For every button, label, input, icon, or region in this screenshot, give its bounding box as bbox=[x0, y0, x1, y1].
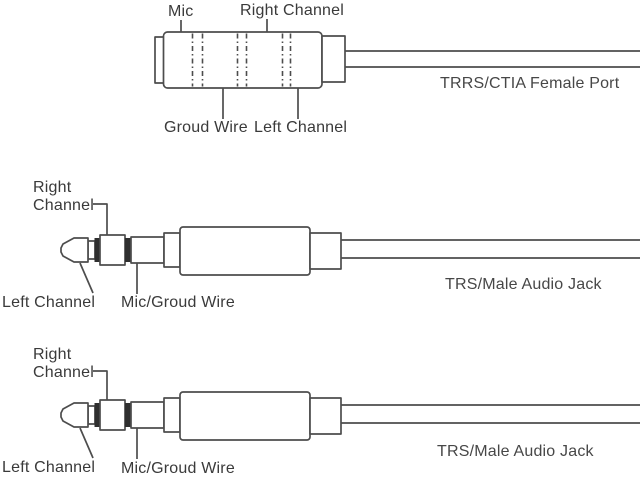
cable-boot bbox=[309, 232, 342, 270]
left-channel-leader-line bbox=[79, 427, 94, 459]
plug-ring-segment bbox=[99, 399, 126, 431]
port-rear-connector bbox=[321, 35, 346, 83]
left-channel-label: Left Channel bbox=[2, 459, 96, 476]
jack-body bbox=[179, 391, 311, 441]
plug-ring-segment bbox=[99, 234, 126, 266]
right-channel-leader-line bbox=[93, 203, 108, 235]
right-channel-label-line2: Channel bbox=[33, 197, 95, 214]
male-jack-drawing bbox=[60, 203, 640, 294]
right-channel-label: Right Channel bbox=[33, 179, 94, 215]
right-channel-label-line1: Right bbox=[33, 346, 72, 363]
male-jack-caption: TRS/Male Audio Jack bbox=[437, 443, 594, 460]
male-jack-drawing bbox=[60, 370, 640, 459]
mic-ground-label: Mic/Groud Wire bbox=[121, 460, 235, 477]
plug-insulator-ring-1 bbox=[94, 403, 100, 427]
right-channel-label: Right Channel bbox=[33, 346, 94, 382]
male-jack-bottom-section: Right Channel Left Channel Mic/Groud Wir… bbox=[0, 340, 640, 478]
plug-collar bbox=[163, 397, 181, 433]
right-channel-label-line1: Right bbox=[33, 179, 72, 196]
jack-body bbox=[179, 226, 311, 276]
plug-sleeve bbox=[130, 401, 165, 429]
plug-sleeve bbox=[130, 236, 165, 264]
female-port-section: Mic Right Channel Groud Wire Left Channe… bbox=[0, 0, 640, 152]
left-channel-leader-line bbox=[79, 262, 94, 294]
male-jack-top-section: Right Channel Left Channel Mic/Groud Wir… bbox=[0, 175, 640, 313]
plug-neck bbox=[87, 240, 96, 260]
plug-insulator-ring-2 bbox=[125, 238, 131, 262]
mic-label: Mic bbox=[168, 3, 194, 20]
left-channel-bottom-label: Left Channel bbox=[254, 119, 348, 136]
right-channel-label-line2: Channel bbox=[33, 364, 95, 381]
plug-tip bbox=[60, 402, 89, 428]
left-channel-label: Left Channel bbox=[2, 294, 96, 311]
mic-ground-label: Mic/Groud Wire bbox=[121, 294, 235, 311]
cable-boot bbox=[309, 397, 342, 435]
plug-neck bbox=[87, 405, 96, 425]
plug-insulator-ring-2 bbox=[125, 403, 131, 427]
male-jack-caption: TRS/Male Audio Jack bbox=[445, 276, 602, 293]
female-port-caption: TRRS/CTIA Female Port bbox=[440, 75, 620, 92]
plug-insulator-ring-1 bbox=[94, 238, 100, 262]
plug-tip bbox=[60, 237, 89, 263]
plug-collar bbox=[163, 232, 181, 268]
female-port-drawing bbox=[154, 19, 640, 119]
right-channel-label: Right Channel bbox=[240, 2, 344, 19]
ground-wire-label: Groud Wire bbox=[164, 119, 248, 136]
right-channel-leader-line bbox=[93, 370, 108, 400]
port-body bbox=[162, 31, 323, 89]
